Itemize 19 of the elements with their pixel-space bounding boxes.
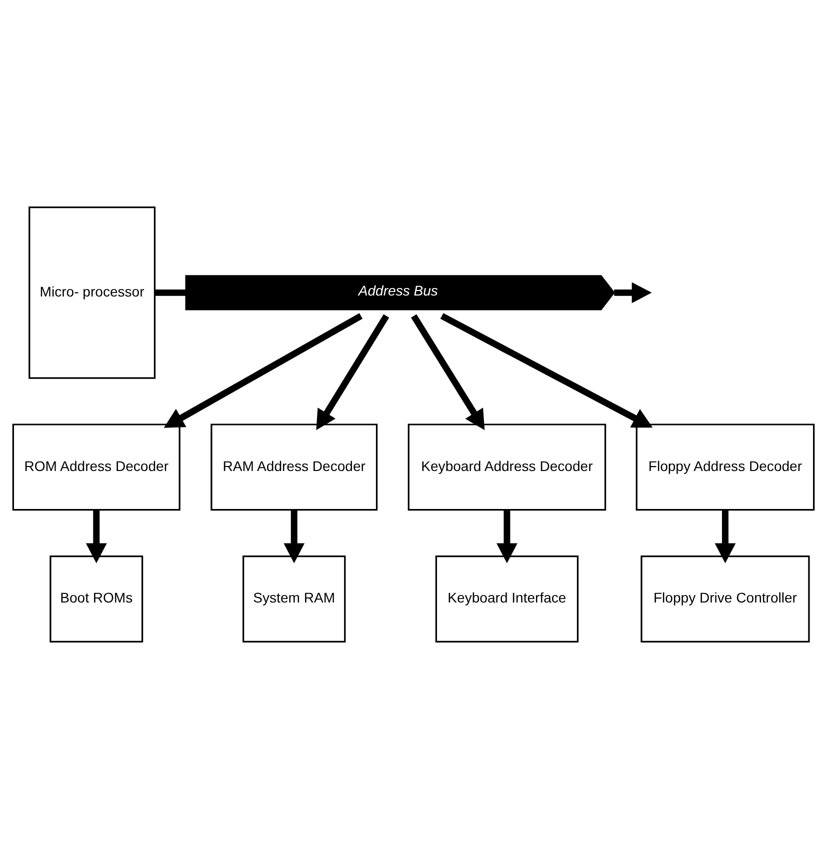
arrow bbox=[411, 314, 485, 430]
arrow bbox=[316, 314, 390, 430]
node-box: Floppy Drive Controller bbox=[640, 556, 810, 642]
node-box: ROM Address Decoder bbox=[12, 424, 180, 511]
arrow bbox=[86, 510, 107, 564]
node-box: Micro- processor bbox=[28, 206, 156, 379]
node-box: Keyboard Interface bbox=[435, 556, 579, 642]
node-box: RAM Address Decoder bbox=[210, 424, 378, 511]
node-box: System RAM bbox=[242, 556, 346, 642]
node-box: Floppy Address Decoder bbox=[636, 424, 815, 511]
arrow bbox=[614, 282, 652, 304]
node-box: Boot ROMs bbox=[50, 556, 144, 642]
arrow bbox=[164, 313, 363, 428]
connector bbox=[154, 289, 186, 296]
arrow bbox=[714, 510, 736, 564]
arrow bbox=[496, 510, 518, 564]
node-box: Keyboard Address Decoder bbox=[408, 424, 606, 511]
arrow bbox=[440, 313, 653, 428]
arrow bbox=[284, 510, 305, 564]
